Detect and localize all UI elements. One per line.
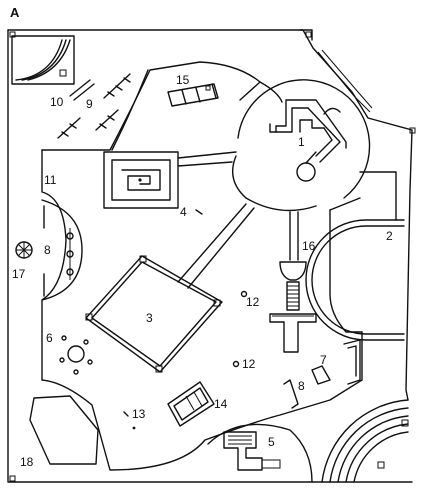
bench-group <box>167 381 215 427</box>
label-9: 9 <box>86 97 93 111</box>
pergola <box>269 211 317 353</box>
label-8a: 8 <box>44 243 51 257</box>
corner-fountain <box>11 35 75 85</box>
label-3: 3 <box>146 311 153 325</box>
label-4: 4 <box>180 205 187 219</box>
spiral-square <box>103 151 237 209</box>
label-12a: 12 <box>246 295 260 309</box>
label-13: 13 <box>132 407 146 421</box>
label-18: 18 <box>20 455 34 469</box>
label-11: 11 <box>44 173 57 187</box>
amphitheatre <box>321 399 409 483</box>
legend-numbers: 1 2 3 4 5 6 7 8 8 9 10 11 12 12 13 14 15… <box>12 73 393 469</box>
figure-letter: A <box>10 5 20 20</box>
benches-area <box>167 83 219 107</box>
site-boundary <box>7 29 416 483</box>
marker-12 <box>232 290 248 368</box>
label-14: 14 <box>214 397 228 411</box>
marker-4 <box>195 209 203 215</box>
label-2: 2 <box>386 229 393 243</box>
label-6: 6 <box>46 331 53 345</box>
label-7: 7 <box>320 353 327 367</box>
marker-13 <box>123 411 136 430</box>
label-15: 15 <box>176 73 190 87</box>
hexagon-pavilion <box>29 395 99 465</box>
label-17: 17 <box>12 267 26 281</box>
semicircle-stage <box>305 219 405 341</box>
structures-right <box>283 339 361 409</box>
label-5: 5 <box>268 435 275 449</box>
stepped-structure <box>207 423 313 483</box>
seating-circle <box>59 335 93 375</box>
label-10: 10 <box>50 95 64 109</box>
tree-rows <box>57 73 131 139</box>
central-square <box>85 203 255 373</box>
label-16: 16 <box>302 239 316 253</box>
labyrinth-area <box>232 79 371 212</box>
path-network <box>41 61 397 471</box>
label-8b: 8 <box>298 379 305 393</box>
label-1: 1 <box>298 135 305 149</box>
label-12b: 12 <box>242 357 256 371</box>
play-circle <box>15 199 83 301</box>
